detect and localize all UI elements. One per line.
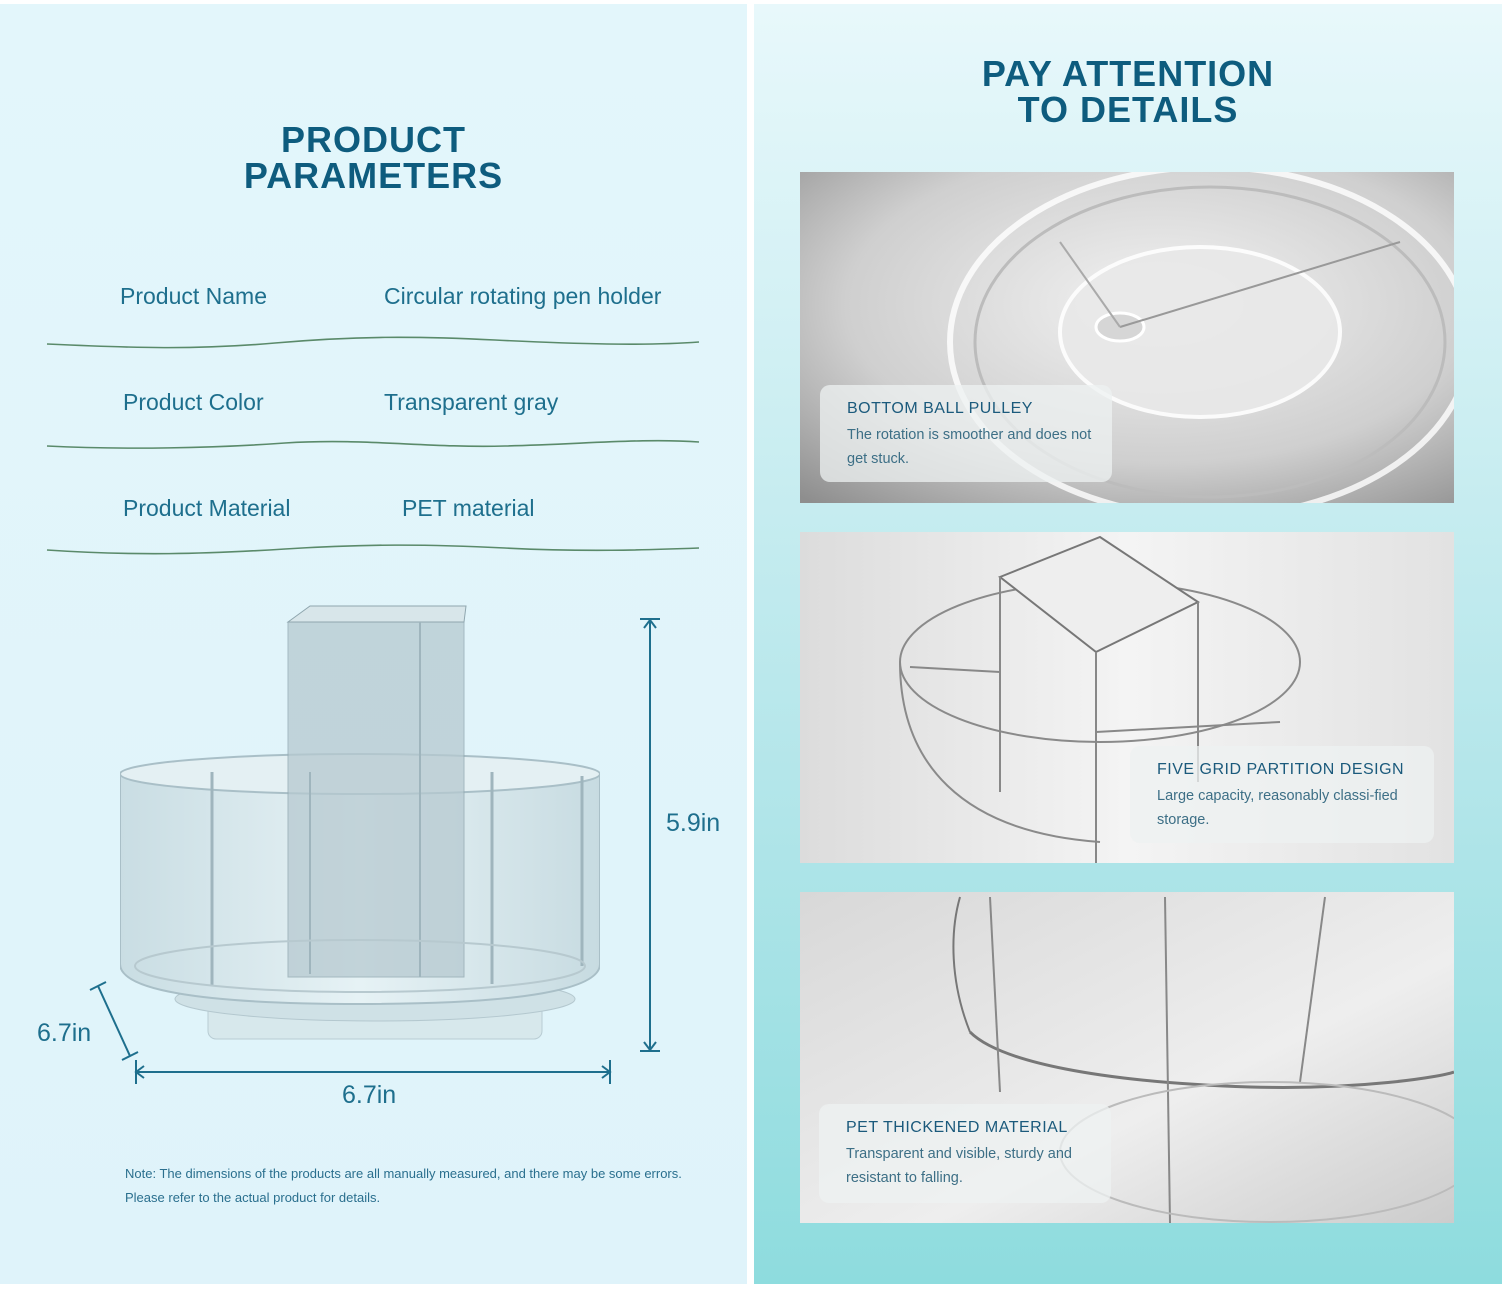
width-arrow — [134, 1060, 612, 1084]
title-line-2: PARAMETERS — [243, 155, 504, 196]
param-label-material: Product Material — [123, 495, 291, 521]
wave-divider — [46, 439, 700, 449]
details-panel: PAY ATTENTION TO DETAILS BOTTOM BALL PUL… — [754, 4, 1502, 1284]
measurement-note: Note: The dimensions of the products are… — [125, 1166, 682, 1205]
depth-label: 6.7in — [37, 1019, 92, 1047]
title-line-2: TO DETAILS — [1017, 89, 1239, 130]
detail-photo-partition: FIVE GRID PARTITION DESIGN Large capacit… — [800, 532, 1454, 863]
detail-photo-pulley: BOTTOM BALL PULLEY The rotation is smoot… — [800, 172, 1454, 503]
detail-text: The rotation is smoother and does not ge… — [847, 427, 1092, 467]
product-parameters-title: PRODUCT PARAMETERS — [0, 122, 747, 194]
detail-text: Transparent and visible, sturdy and resi… — [846, 1146, 1072, 1186]
depth-arrow — [89, 981, 139, 1061]
height-label: 5.9in — [666, 809, 721, 837]
detail-caption: BOTTOM BALL PULLEY The rotation is smoot… — [820, 385, 1112, 482]
height-arrow — [640, 618, 660, 1052]
width-label: 6.7in — [342, 1081, 397, 1109]
param-value-material: PET material — [402, 495, 535, 521]
details-title: PAY ATTENTION TO DETAILS — [754, 56, 1502, 128]
detail-text: Large capacity, reasonably classi-fied s… — [1157, 788, 1398, 828]
detail-photo-material: PET THICKENED MATERIAL Transparent and v… — [800, 892, 1454, 1223]
wave-divider — [46, 544, 700, 555]
title-line-1: PRODUCT — [281, 119, 466, 160]
product-parameters-panel: PRODUCT PARAMETERS Product Name Circular… — [0, 4, 747, 1284]
detail-caption: FIVE GRID PARTITION DESIGN Large capacit… — [1130, 746, 1434, 843]
detail-caption: PET THICKENED MATERIAL Transparent and v… — [819, 1104, 1111, 1203]
wave-divider — [46, 336, 700, 349]
detail-title: FIVE GRID PARTITION DESIGN — [1157, 761, 1405, 778]
param-value-name: Circular rotating pen holder — [384, 283, 662, 309]
param-label-name: Product Name — [120, 283, 268, 309]
param-value-color: Transparent gray — [384, 389, 559, 415]
detail-title: BOTTOM BALL PULLEY — [847, 400, 1033, 417]
param-label-color: Product Color — [123, 389, 264, 415]
title-line-1: PAY ATTENTION — [981, 53, 1275, 94]
detail-title: PET THICKENED MATERIAL — [846, 1119, 1068, 1136]
product-image — [120, 605, 600, 1040]
